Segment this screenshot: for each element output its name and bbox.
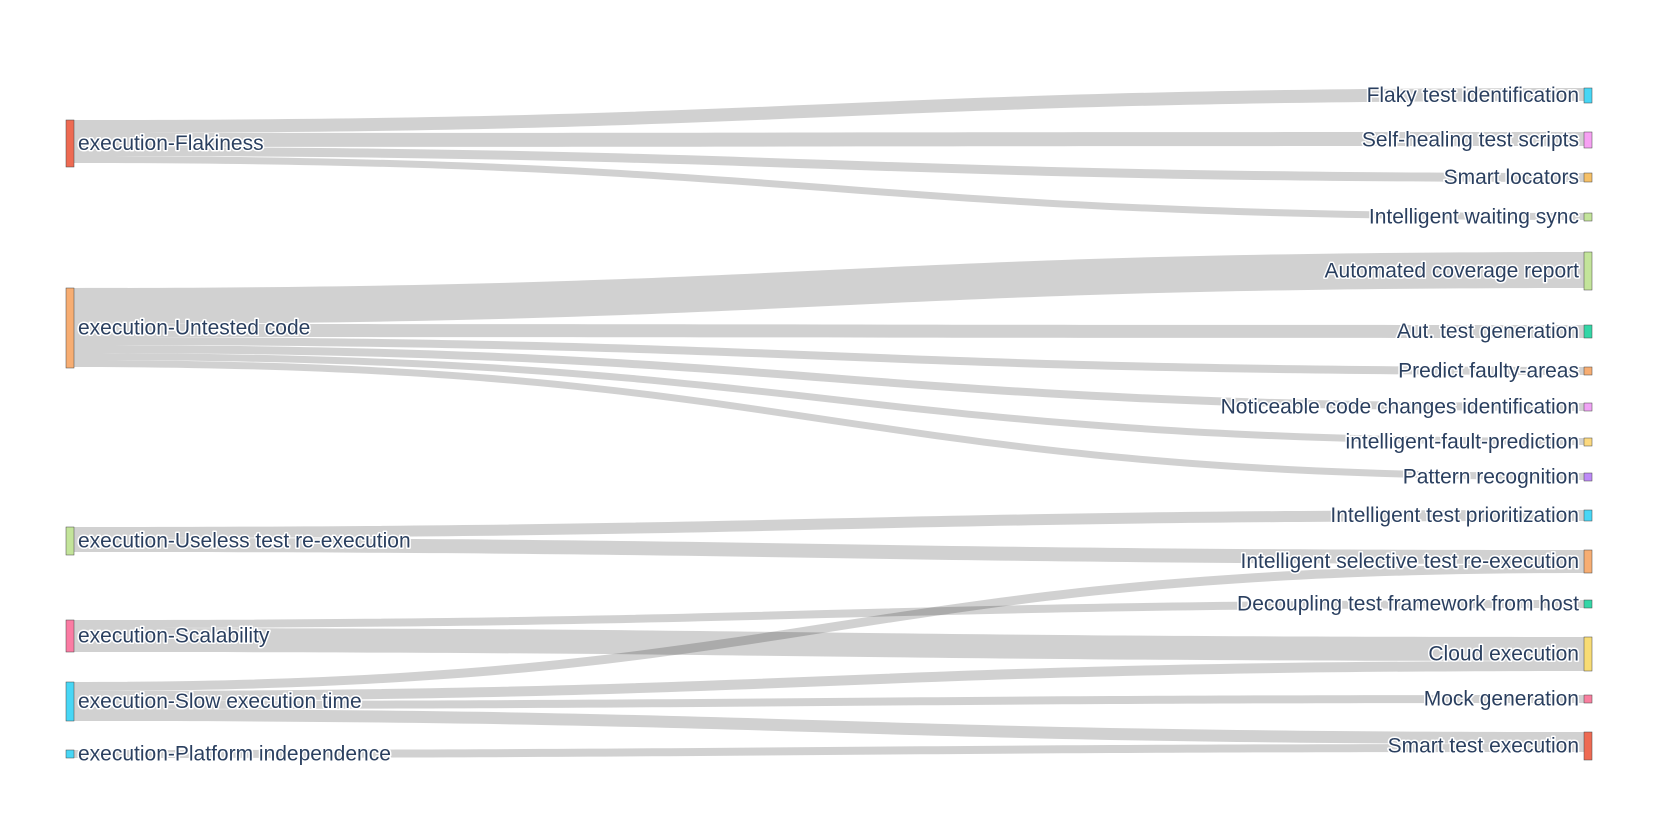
node-label-predict: Predict faulty-areas: [1398, 360, 1579, 383]
node-label-flaky-id: Flaky test identification: [1367, 84, 1579, 107]
sankey-link-untested-to-noticeable[interactable]: [74, 345, 1584, 411]
sankey-node-coverage[interactable]: [1583, 251, 1593, 291]
node-label-useless: execution-Useless test re-execution: [78, 530, 411, 553]
sankey-link-slow-to-cloud[interactable]: [74, 661, 1584, 701]
node-label-flakiness: execution-Flakiness: [78, 132, 264, 155]
sankey-node-selective[interactable]: [1583, 549, 1593, 574]
node-label-cloud: Cloud execution: [1428, 643, 1579, 666]
sankey-node-pattern[interactable]: [1583, 472, 1593, 482]
sankey-link-flakiness-to-smart-locators[interactable]: [74, 147, 1584, 182]
sankey-link-untested-to-fault-prediction[interactable]: [74, 353, 1584, 445]
node-label-test-gen: Aut. test generation: [1397, 320, 1579, 343]
sankey-link-platform-to-smart-exec[interactable]: [74, 744, 1584, 758]
node-label-scalability: execution-Scalability: [78, 625, 270, 648]
node-label-noticeable: Noticeable code changes identification: [1221, 396, 1579, 419]
sankey-node-platform[interactable]: [65, 749, 75, 759]
sankey-link-scalability-to-cloud[interactable]: [74, 628, 1584, 661]
sankey-link-slow-to-smart-exec[interactable]: [74, 709, 1584, 744]
node-label-mock: Mock generation: [1424, 688, 1579, 711]
sankey-link-flakiness-to-self-healing[interactable]: [74, 132, 1584, 147]
sankey-link-untested-to-predict[interactable]: [74, 337, 1584, 375]
node-label-slow: execution-Slow execution time: [78, 690, 362, 713]
node-label-self-healing: Self-healing test scripts: [1362, 129, 1579, 152]
node-label-untested: execution-Untested code: [78, 317, 310, 340]
sankey-node-decoupling[interactable]: [1583, 599, 1593, 609]
sankey-node-prioritization[interactable]: [1583, 509, 1593, 522]
sankey-link-slow-to-mock[interactable]: [74, 695, 1584, 709]
node-label-pattern: Pattern recognition: [1403, 466, 1579, 489]
node-label-selective: Intelligent selective test re-execution: [1240, 550, 1579, 573]
sankey-node-mock[interactable]: [1583, 694, 1593, 704]
sankey-node-predict[interactable]: [1583, 366, 1593, 376]
node-label-decoupling: Decoupling test framework from host: [1237, 593, 1579, 616]
node-label-coverage: Automated coverage report: [1325, 260, 1580, 283]
sankey-link-scalability-to-decoupling[interactable]: [74, 600, 1584, 628]
sankey-labels-layer: execution-Flakiness execution-Untested co…: [77, 83, 1581, 768]
sankey-link-useless-to-prioritization[interactable]: [74, 510, 1584, 538]
sankey-node-self-healing[interactable]: [1583, 131, 1593, 149]
sankey-node-flaky-id[interactable]: [1583, 87, 1593, 104]
sankey-node-untested[interactable]: [65, 287, 75, 369]
sankey-node-useless[interactable]: [65, 526, 75, 556]
node-label-prioritization: Intelligent test prioritization: [1330, 504, 1579, 527]
sankey-link-untested-to-coverage[interactable]: [74, 252, 1584, 324]
node-label-smart-exec: Smart test execution: [1388, 735, 1579, 758]
sankey-link-flakiness-to-waiting-sync[interactable]: [74, 156, 1584, 220]
sankey-node-flakiness[interactable]: [65, 119, 75, 168]
sankey-node-test-gen[interactable]: [1583, 324, 1593, 339]
sankey-link-untested-to-test-gen[interactable]: [74, 324, 1584, 338]
sankey-links-layer: [74, 88, 1584, 758]
node-label-platform: execution-Platform independence: [78, 743, 391, 766]
sankey-link-slow-to-selective[interactable]: [74, 564, 1584, 691]
sankey-node-waiting-sync[interactable]: [1583, 212, 1593, 222]
node-label-fault-prediction: intelligent-fault-prediction: [1346, 431, 1579, 454]
sankey-nodes-layer: [65, 87, 1593, 761]
sankey-node-cloud[interactable]: [1583, 636, 1593, 672]
sankey-link-useless-to-selective[interactable]: [74, 538, 1584, 564]
sankey-link-flakiness-to-flaky-id[interactable]: [74, 88, 1584, 133]
node-label-waiting-sync: Intelligent waiting sync: [1369, 206, 1579, 229]
sankey-node-noticeable[interactable]: [1583, 402, 1593, 412]
sankey-node-slow[interactable]: [65, 681, 75, 722]
sankey-node-smart-locators[interactable]: [1583, 172, 1593, 183]
sankey-link-untested-to-pattern[interactable]: [74, 360, 1584, 480]
node-label-smart-locators: Smart locators: [1444, 166, 1579, 189]
sankey-node-fault-prediction[interactable]: [1583, 437, 1593, 447]
sankey-node-scalability[interactable]: [65, 619, 75, 653]
sankey-node-smart-exec[interactable]: [1583, 731, 1593, 761]
